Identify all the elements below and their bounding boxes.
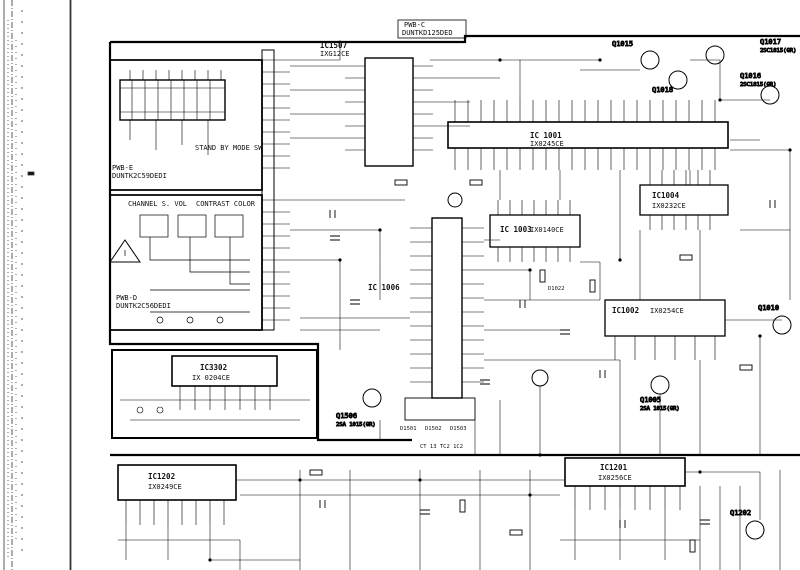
switch-array xyxy=(119,79,226,121)
ic1004-part: IX0232CE xyxy=(652,202,686,210)
pwb-e-line1: PWB-E xyxy=(112,164,133,172)
ic3302-board: IC3302 IX 0204CE xyxy=(111,349,318,439)
title-line1: PWB-C xyxy=(404,21,425,29)
q1017-symbol xyxy=(705,45,725,65)
q1017-part: 2SC1815(GR) xyxy=(760,48,796,54)
ic1004-name: IC1004 xyxy=(652,191,680,200)
q1010-symbol xyxy=(772,315,792,335)
ic3302-name: IC3302 xyxy=(200,363,227,372)
component-marks xyxy=(309,179,776,553)
q1016-symbol xyxy=(760,85,780,105)
ic1003-name: IC 1003 xyxy=(500,225,532,234)
pwb-d-line2: DUNTK2C56DEDI xyxy=(116,302,171,310)
ic1002: IC1002 IX0254CE xyxy=(604,299,726,360)
title-block: PWB-C DUNTKD125DED xyxy=(397,19,467,39)
d1501-label: D1501 xyxy=(400,426,417,432)
ic1001-name: IC 1001 xyxy=(530,131,562,140)
pwb-d-line1: PWB-D xyxy=(116,294,137,302)
q1018-label: Q1018 xyxy=(652,86,673,94)
q1010-label: Q1010 xyxy=(758,304,779,312)
ic1202-name: IC1202 xyxy=(148,472,175,481)
q1506-part: 2SA 1015(GR) xyxy=(336,422,376,428)
main-board-outline xyxy=(108,34,800,457)
ic1507: IC1507 IXG12CE xyxy=(290,41,500,167)
ic1001-part: IX0245CE xyxy=(530,140,564,148)
contrast-color-label: CONTRAST COLOR xyxy=(196,200,256,208)
connector-strip xyxy=(261,49,290,331)
title-line2: DUNTKD125DED xyxy=(402,29,453,37)
ic1004: IC1004 IX0232CE xyxy=(639,170,729,230)
ic1006: IC 1006 xyxy=(368,217,484,421)
pwb-e-line2: DUNTK2C59DEDI xyxy=(112,172,167,180)
ch-vol-label: CHANNEL S. VOL xyxy=(128,200,187,208)
q1506-label: Q1506 xyxy=(336,412,357,420)
q1015-label: Q1015 xyxy=(612,40,633,48)
junctions xyxy=(208,58,792,562)
ic1201-name: IC1201 xyxy=(600,463,628,472)
q1005-label: Q1005 xyxy=(640,396,661,404)
ic1001: IC 1001 IX0245CE xyxy=(447,100,729,170)
scan-edge xyxy=(3,0,72,570)
q1016-label: Q1016 xyxy=(740,72,761,80)
ic1202: IC1202 IX0249CE xyxy=(117,464,237,525)
ic1507-part: IXG12CE xyxy=(320,50,350,58)
q1506-symbol xyxy=(362,388,382,408)
ic1202-part: IX0249CE xyxy=(148,483,182,491)
ic1201-part: IX0256CE xyxy=(598,474,632,482)
ic1201: IC1201 IX0256CE xyxy=(564,457,686,510)
ic1003-part: IX0140CE xyxy=(530,226,564,234)
ic1002-part: IX0254CE xyxy=(650,307,684,315)
t-pair-label: CT 13 TC2 1C2 xyxy=(420,444,463,450)
ic3302-part: IX 0204CE xyxy=(192,374,230,382)
q1202-label: Q1202 xyxy=(730,509,751,517)
q1202-symbol xyxy=(745,520,765,540)
q1018-symbol xyxy=(668,70,688,90)
d1503-label: D1503 xyxy=(450,426,467,432)
q1015-symbol xyxy=(640,50,660,70)
pwb-d-board: CHANNEL S. VOL CONTRAST COLOR PWB-D DUNT… xyxy=(109,194,263,331)
ic1507-name: IC1507 xyxy=(320,41,347,50)
ic1006-name: IC 1006 xyxy=(368,283,400,292)
stand-by-label: STAND BY MODE SW xyxy=(195,144,263,152)
q1017-label: Q1017 xyxy=(760,38,781,46)
ic1003: IC 1003 IX0140CE xyxy=(489,200,581,262)
ic1002-name: IC1002 xyxy=(612,306,639,315)
pwb-e-board: PWB-E DUNTK2C59DEDI STAND BY MODE SW xyxy=(110,59,263,191)
d1022-label: D1022 xyxy=(548,286,565,292)
d1502-label: D1502 xyxy=(425,426,442,432)
transistors: Q1015 Q1018 Q1017 2SC1815(GR) Q1016 2SC1… xyxy=(336,38,797,540)
q1016-part: 2SC1815(GR) xyxy=(740,82,776,88)
diode-labels: D1501 D1502 D1503 D1022 CT 13 TC2 1C2 xyxy=(400,286,565,450)
q1005-symbol xyxy=(650,375,670,395)
